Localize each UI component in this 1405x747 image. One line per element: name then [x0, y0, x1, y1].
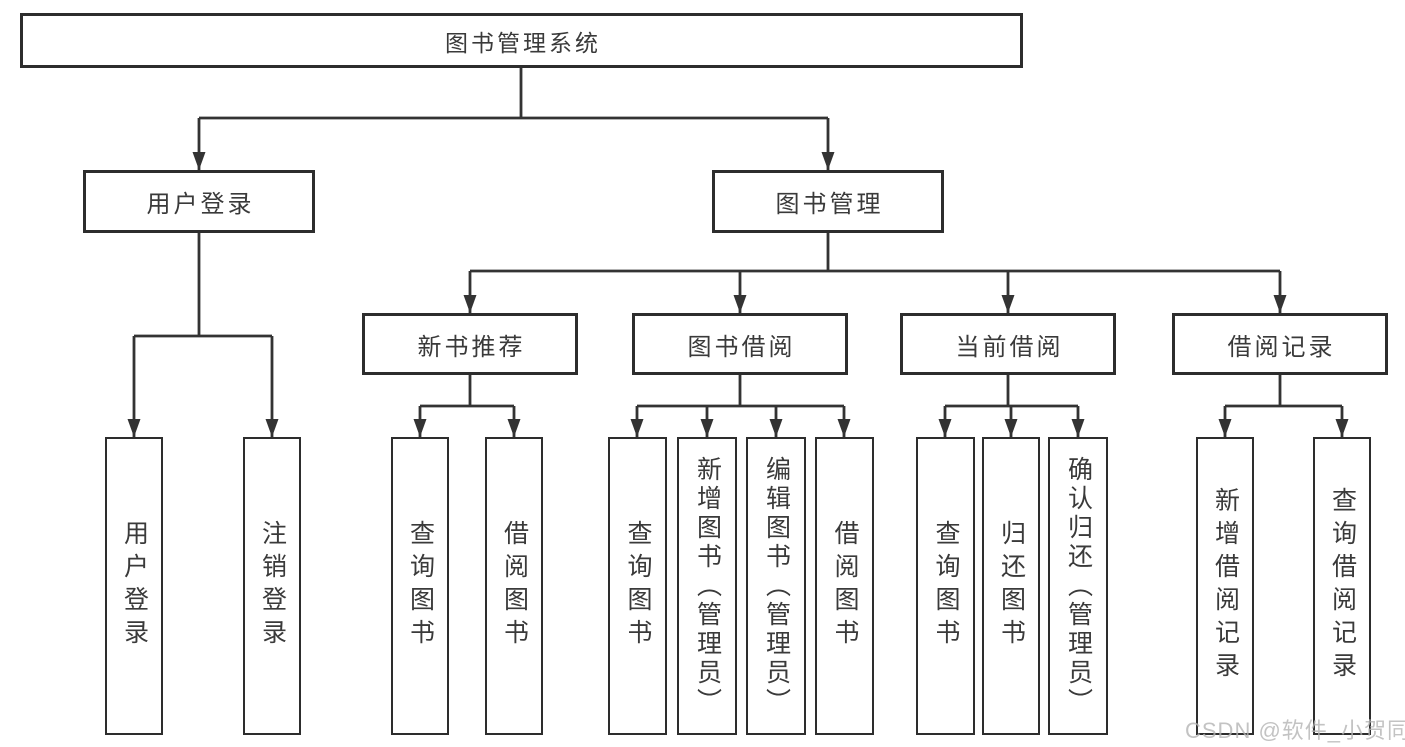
leaf-confirm-return-admin: 确认归还（管理员）: [1048, 437, 1108, 735]
connector-root-to-level2: [192, 68, 835, 170]
node-library-management-system: 图书管理系统: [20, 13, 1023, 68]
node-label: 图书管理系统: [445, 29, 601, 56]
leaf-edit-books-admin: 编辑图书（管理员）: [746, 437, 806, 735]
node-current-borrowing: 当前借阅: [900, 313, 1116, 375]
node-label: 查询图书: [624, 520, 652, 652]
node-label: 用户登录: [120, 520, 149, 652]
node-label: 查询图书: [932, 520, 960, 652]
leaf-query-books-2: 查询图书: [608, 437, 667, 735]
node-label: 查询借阅记录: [1328, 487, 1357, 685]
node-new-book-recommendation: 新书推荐: [362, 313, 578, 375]
leaf-borrow-books-1: 借阅图书: [485, 437, 543, 735]
leaf-query-borrow-record: 查询借阅记录: [1313, 437, 1371, 735]
leaf-logout: 注销登录: [243, 437, 301, 735]
node-user-login: 用户登录: [83, 170, 315, 233]
connector-new-book-rec-to-leaves: [413, 375, 521, 437]
node-label: 借阅图书: [500, 520, 529, 652]
connector-borrow-records-to-leaves: [1218, 375, 1349, 437]
node-book-management: 图书管理: [712, 170, 944, 233]
node-label: 编辑图书（管理员）: [762, 455, 791, 717]
node-book-borrowing: 图书借阅: [632, 313, 848, 375]
node-label: 图书管理: [775, 191, 884, 218]
node-borrowing-records: 借阅记录: [1172, 313, 1388, 375]
connector-book-borrow-to-leaves: [630, 375, 851, 437]
connector-current-borrow-to-leaves: [938, 375, 1085, 437]
leaf-user-login: 用户登录: [105, 437, 163, 735]
leaf-borrow-books-2: 借阅图书: [815, 437, 874, 735]
leaf-return-books: 归还图书: [982, 437, 1040, 735]
node-label: 用户登录: [146, 191, 255, 218]
node-label: 新书推荐: [417, 333, 526, 361]
leaf-query-books-3: 查询图书: [916, 437, 975, 735]
connector-book-mgmt-to-level3: [463, 233, 1287, 313]
node-label: 确认归还（管理员）: [1064, 455, 1093, 717]
node-label: 查询图书: [406, 520, 435, 652]
node-label: 新增借阅记录: [1211, 487, 1240, 685]
node-label: 归还图书: [997, 520, 1026, 652]
node-label: 新增图书（管理员）: [693, 455, 722, 717]
leaf-add-books-admin: 新增图书（管理员）: [677, 437, 737, 735]
node-label: 图书借阅: [687, 333, 796, 361]
leaf-query-books-1: 查询图书: [391, 437, 449, 735]
node-label: 借阅记录: [1227, 333, 1336, 361]
node-label: 注销登录: [258, 520, 287, 652]
node-label: 当前借阅: [955, 333, 1064, 361]
leaf-add-borrow-record: 新增借阅记录: [1196, 437, 1254, 735]
node-label: 借阅图书: [831, 520, 859, 652]
connector-user-login-to-leaves: [127, 233, 279, 437]
